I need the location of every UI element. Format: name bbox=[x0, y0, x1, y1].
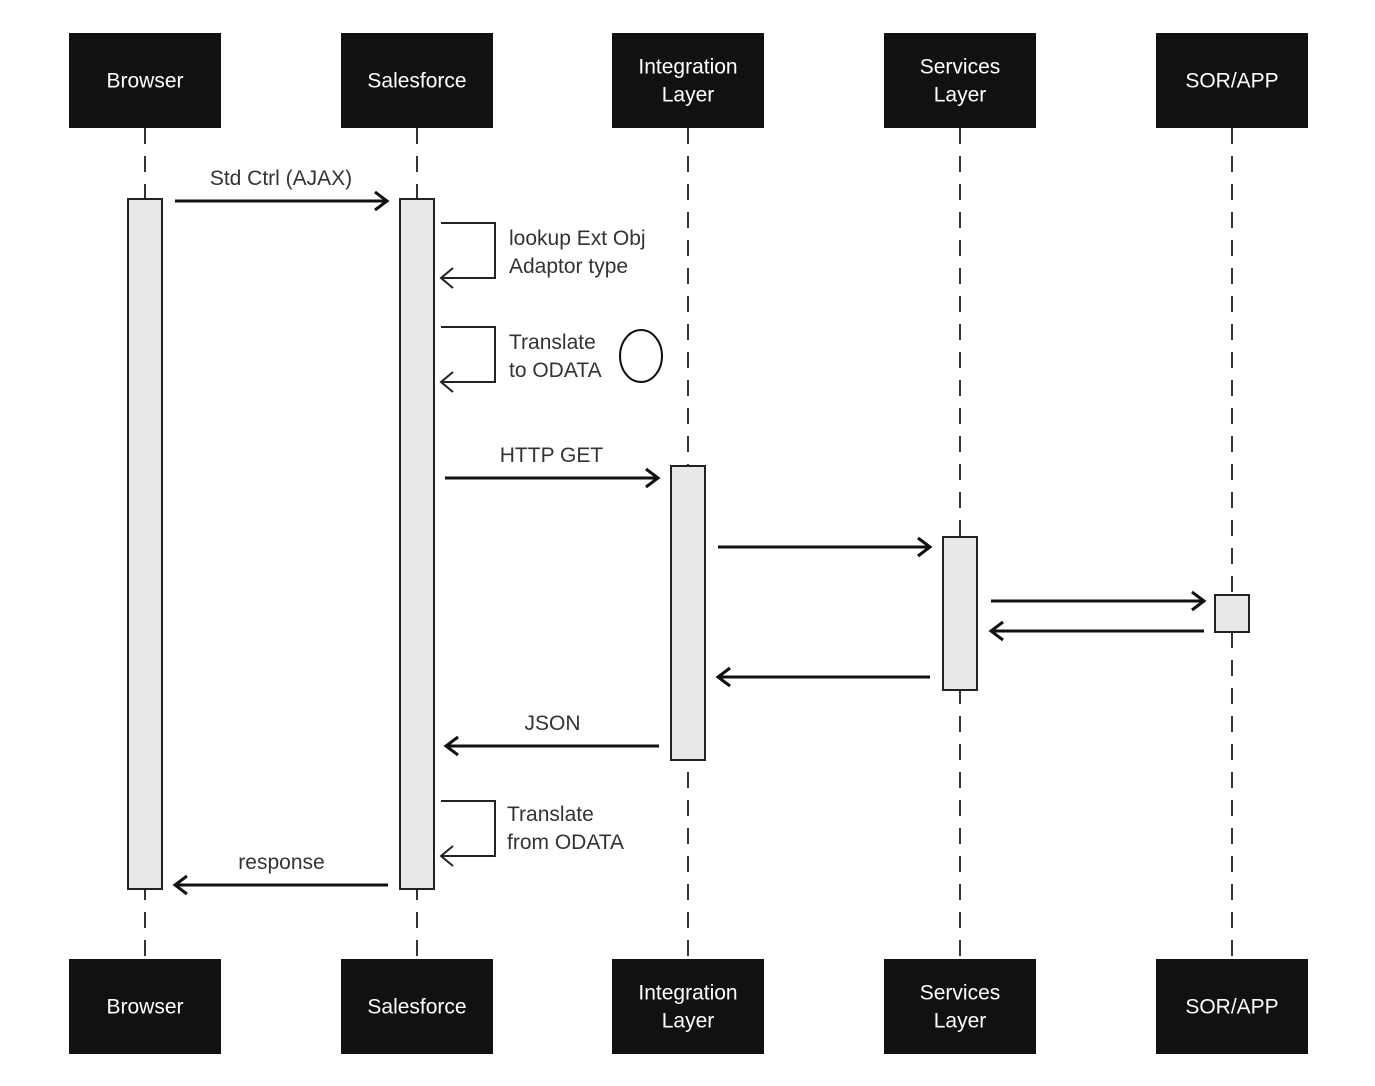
actor-label: SOR/APP bbox=[1185, 996, 1278, 1019]
actor-salesforce-top: Salesforce bbox=[341, 33, 493, 128]
actor-label: Layer bbox=[662, 84, 715, 107]
actor-label: Services bbox=[920, 982, 1001, 1005]
return-message: response bbox=[172, 851, 388, 896]
actor-label: SOR/APP bbox=[1185, 70, 1278, 93]
message-label: Std Ctrl (AJAX) bbox=[210, 167, 352, 190]
self-message-line bbox=[441, 800, 496, 857]
actor-browser-top: Browser bbox=[69, 33, 221, 128]
actor-browser-bottom: Browser bbox=[69, 959, 221, 1054]
actor-box bbox=[69, 33, 221, 128]
message-label: to ODATA bbox=[509, 359, 602, 382]
arrowhead-icon bbox=[715, 666, 731, 688]
actor-label: Layer bbox=[934, 1010, 987, 1033]
actor-label: Services bbox=[920, 56, 1001, 79]
actor-label: Browser bbox=[106, 70, 183, 93]
self-message: Translate to ODATA bbox=[439, 326, 663, 393]
activation-bar-salesforce bbox=[399, 198, 435, 890]
actor-label: Integration bbox=[638, 982, 737, 1005]
arrowhead-icon bbox=[443, 735, 459, 757]
message-label: response bbox=[238, 851, 324, 874]
actor-box bbox=[69, 959, 221, 1054]
circle-marker-icon bbox=[619, 329, 663, 383]
arrowhead-icon bbox=[917, 536, 933, 558]
actor-box bbox=[884, 33, 1036, 128]
message-label: JSON bbox=[524, 712, 580, 735]
actor-box bbox=[612, 959, 764, 1054]
actor-label: Salesforce bbox=[367, 996, 466, 1019]
return-message bbox=[988, 620, 1204, 642]
self-message-line bbox=[441, 222, 496, 279]
arrowhead-icon bbox=[439, 371, 454, 393]
activation-bar-sor bbox=[1214, 594, 1250, 633]
actor-box bbox=[884, 959, 1036, 1054]
message-label: Translate bbox=[509, 331, 596, 354]
arrowhead-icon bbox=[439, 267, 454, 289]
actor-box bbox=[341, 33, 493, 128]
message-label: Translate bbox=[507, 803, 594, 826]
return-message bbox=[715, 666, 930, 688]
actor-box bbox=[1156, 959, 1308, 1054]
actor-salesforce-bottom: Salesforce bbox=[341, 959, 493, 1054]
actor-box bbox=[341, 959, 493, 1054]
arrowhead-icon bbox=[172, 874, 188, 896]
actor-label: Layer bbox=[662, 1010, 715, 1033]
actor-sor-bottom: SOR/APP bbox=[1156, 959, 1308, 1054]
message-label: from ODATA bbox=[507, 831, 624, 854]
actor-label: Layer bbox=[934, 84, 987, 107]
call-message: Std Ctrl (AJAX) bbox=[175, 167, 390, 212]
message-label: Adaptor type bbox=[509, 255, 628, 278]
actor-sor-top: SOR/APP bbox=[1156, 33, 1308, 128]
arrowhead-icon bbox=[374, 190, 390, 212]
actor-box bbox=[612, 33, 764, 128]
activation-bar-browser bbox=[127, 198, 163, 890]
message-label: lookup Ext Obj bbox=[509, 227, 646, 250]
call-message: HTTP GET bbox=[445, 444, 661, 489]
actor-label: Integration bbox=[638, 56, 737, 79]
self-message-line bbox=[441, 326, 496, 383]
call-message bbox=[718, 536, 933, 558]
activation-bar-integration bbox=[670, 465, 706, 761]
call-message bbox=[991, 590, 1207, 612]
actor-box bbox=[1156, 33, 1308, 128]
arrowhead-icon bbox=[1191, 590, 1207, 612]
arrowhead-icon bbox=[988, 620, 1004, 642]
arrowhead-icon bbox=[439, 845, 454, 867]
actor-label: Salesforce bbox=[367, 70, 466, 93]
arrowhead-icon bbox=[645, 467, 661, 489]
activation-bar-services bbox=[942, 536, 978, 691]
return-message: JSON bbox=[443, 712, 659, 757]
actor-label: Browser bbox=[106, 996, 183, 1019]
message-label: HTTP GET bbox=[500, 444, 604, 467]
self-message: Translate from ODATA bbox=[439, 800, 624, 867]
